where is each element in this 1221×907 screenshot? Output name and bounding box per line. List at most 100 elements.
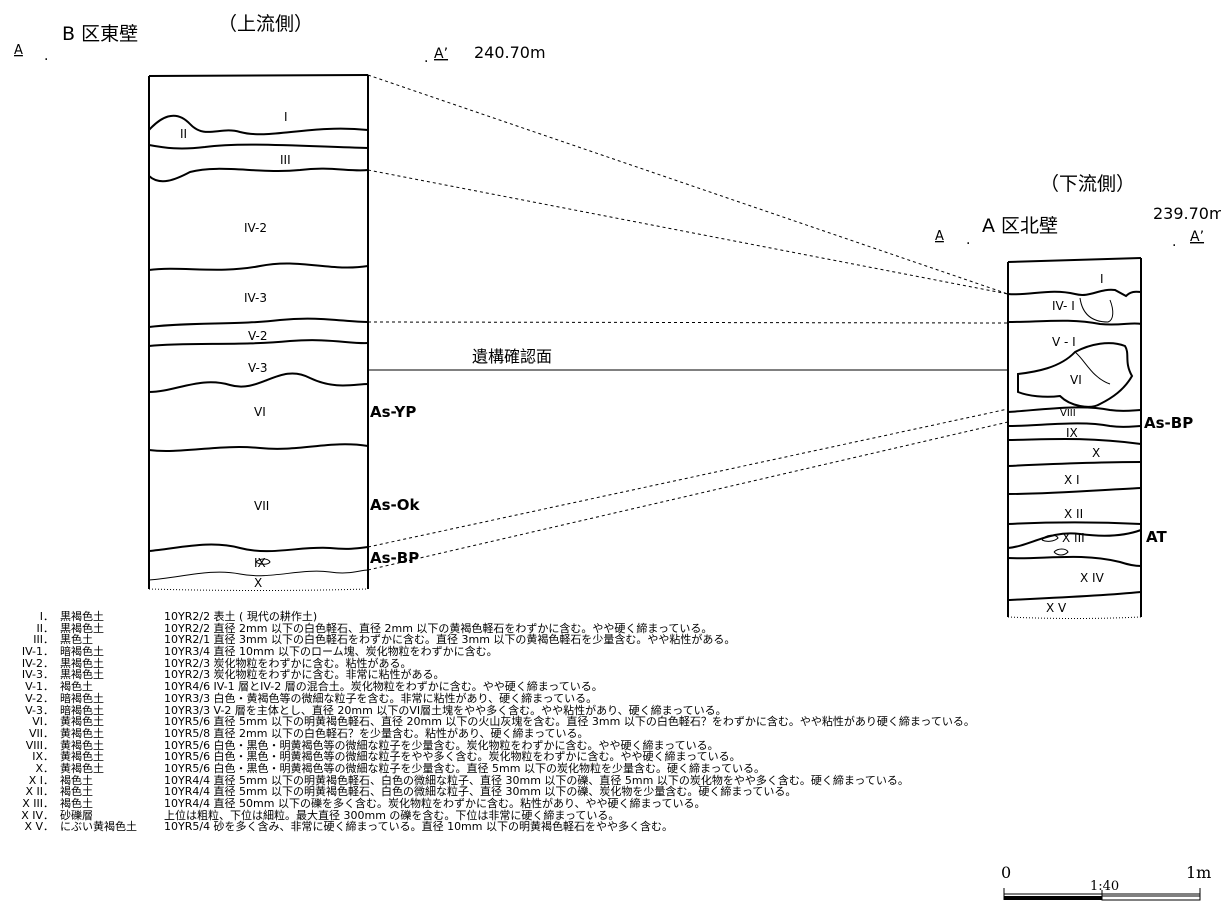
scale-start-label: 0 [1001,863,1011,882]
left-layer-label: IV-2 [244,221,267,235]
left-boundary-2 [148,143,369,150]
right-tag: As-BP [1144,414,1193,432]
right-section-side: （下流側） [1040,173,1135,195]
legend-layer-number: IV-2． [21,656,54,670]
right-boundary-9 [1007,529,1142,549]
legend-soil-name: 砂礫層 [60,808,93,822]
legend-description: 10YR4/4 直径 5mm 以下の明黄褐色軽石、白色の微細な粒子、直径 30m… [164,785,797,799]
right-tag: AT [1146,528,1167,546]
legend-soil-name: 褐色土 [60,773,93,787]
right-marker-aprime: A’ [1190,229,1204,245]
right-pebble [1053,548,1069,556]
legend-description: 10YR5/6 直径 5mm 以下の明黄褐色軽石、直径 20mm 以下の火山灰塊… [164,715,975,729]
legend-soil-name: にぶい黄褐色土 [60,820,137,834]
left-tag: As-Ok [370,496,421,514]
legend-layer-number: VI． [32,715,54,729]
scale-end-label: 1m [1186,863,1211,882]
right-layer-label: X III [1062,531,1085,545]
legend-description: 10YR5/8 直径 2mm 以下の白色軽石？を少量含む。粘性があり、硬く締まっ… [164,726,589,740]
connector-dashed [367,74,1009,295]
legend-soil-name: 黄褐色土 [60,738,104,752]
legend-layer-number: V-2． [25,691,54,705]
legend-description: 10YR2/2 表土 ( 現代の耕作土) [164,610,318,623]
legend-row: VIII． 黄褐色土 10YR5/6 白色・黒色・明黄褐色等の微細な粒子を少量含む。… [16,738,1216,752]
legend-layer-number: X． [35,761,54,775]
left-boundary-4 [148,262,369,271]
legend-description: 10YR5/6 白色・黒色・明黄褐色等の微細な粒子を少量含む。炭化物粒をわずかに… [164,738,719,752]
left-boundary-6 [148,339,369,347]
legend-soil-name: 褐色土 [60,680,93,694]
left-tag: As-BP [370,549,419,567]
legend-soil-name: 褐色土 [60,797,93,810]
right-marker-a-dot: . [966,232,970,248]
right-marker-a: A [935,229,944,244]
left-marker-a: A [14,43,23,58]
legend-description: 10YR4/6 IV-1 層とIV-2 層の混合土。炭化物粒をわずかに含む。やや… [164,680,603,694]
connector-dashed [367,421,1009,571]
left-boundary-3 [148,167,369,183]
left-boundary-8 [148,443,369,452]
legend-layer-number: X III． [22,797,54,810]
legend-description: 10YR2/3 炭化物粒をわずかに含む。非常に粘性がある。 [164,668,445,682]
left-layer-label: I [284,110,288,124]
legend-row: VI． 黄褐色土 10YR5/6 直径 5mm 以下の明黄褐色軽石、直径 20mm … [16,716,1216,728]
legend-soil-name: 暗褐色土 [60,703,104,717]
left-marker-aprime-dot: . [424,50,428,66]
right-pebble [1041,534,1059,542]
right-layer-label: IV- I [1052,299,1075,313]
legend-description: 10YR2/1 直径 3mm 以下の白色軽石をわずかに含む。直径 3mm 以下の… [164,633,736,647]
right-column-bottom [1007,616,1142,619]
legend-layer-number: X V． [24,820,54,834]
legend-soil-name: 黄褐色土 [60,715,104,729]
left-boundary-1 [148,114,369,136]
right-boundary-10 [1007,555,1142,567]
legend-soil-name: 黄褐色土 [60,726,104,740]
legend-layer-number: VII． [28,726,54,740]
legend-row: X V． にぶい黄褐色土 10YR5/4 砂を多く含み、非常に硬く締まっている。直径… [16,821,1216,833]
legend-description: 10YR3/4 直径 10mm 以下のローム塊、炭化物粒をわずかに含む。 [164,645,498,659]
legend-layer-number: IX． [32,750,54,764]
legend-description: 10YR5/4 砂を多く含み、非常に硬く締まっている。直径 10mm 以下の明黄… [164,820,673,834]
right-marker-aprime-dot: . [1172,234,1176,250]
legend-soil-name: 黄褐色土 [60,750,104,764]
legend-description: 10YR5/6 白色・黒色・明黄褐色等の微細な粒子を少量含む。直径 5mm 以下… [164,761,765,775]
legend-description: 上位は粗粒、下位は細粒。最大直径 300mm の礫を含む。下位は非常に硬く締まっ… [164,808,620,822]
legend-layer-number: X IV． [21,808,54,822]
legend-layer-number: II． [36,621,55,635]
legend-description: 10YR3/3 白色・黄褐色等の微細な粒子を含む。非常に粘性があり、硬く締まって… [164,691,598,705]
right-section-column: I IV- I V - I VI VIII IX X X I X II X II… [1007,257,1193,619]
legend-layer-number: IV-1． [21,645,54,659]
right-layer-label: X [1092,446,1100,460]
right-layer-label: X II [1064,507,1083,521]
scale-bar: 0 1:40 1m [1001,863,1211,901]
legend-description: 10YR2/2 直径 2mm 以下の白色軽石、直径 2mm 以下の黄褐色軽石をわ… [164,621,713,635]
right-lens-vi [1017,342,1134,408]
left-elevation: 240.70m [474,43,546,62]
left-boundary-9 [148,543,369,553]
right-boundary-2 [1007,319,1142,326]
right-layer-label: IX [1066,426,1078,440]
legend-soil-name: 黒褐色土 [60,621,104,635]
connector-label: 遺構確認面 [472,347,552,366]
legend-soil-name: 褐色土 [60,785,93,799]
right-elevation: 239.70m [1153,204,1221,223]
right-boundary-1 [1007,288,1142,298]
right-layer-label: X V [1046,601,1067,615]
left-layer-label: VII [254,499,269,513]
legend-row: X IV． 砂礫層 上位は粗粒、下位は細粒。最大直径 300mm の礫を含む。下位は… [16,808,1216,822]
left-layer-label: II [180,127,187,141]
left-pebble [255,558,271,565]
legend-layer-number: VIII． [25,738,54,752]
legend-description: 10YR2/3 炭化物粒をわずかに含む。粘性がある。 [164,656,412,670]
left-layer-label: V-3 [248,361,267,375]
